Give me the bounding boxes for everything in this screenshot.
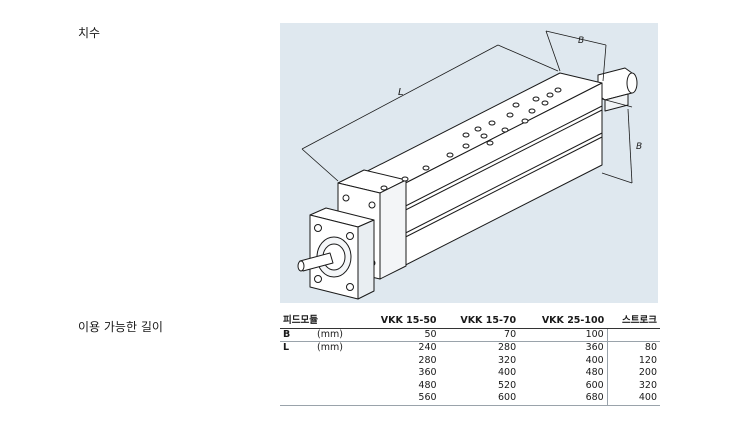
table-cell: 80: [606, 341, 660, 355]
row-label: [280, 355, 314, 368]
table-cell: 200: [606, 367, 660, 380]
row-unit: (mm): [314, 328, 360, 342]
table-row: 280 320 400 120: [280, 354, 660, 368]
dim-l-label: L: [398, 87, 404, 98]
row-unit: [314, 380, 360, 393]
table-cell: 240: [418, 342, 437, 353]
table-cell: 280: [497, 342, 517, 353]
table-cell: 50: [360, 328, 440, 342]
table-cell: 680: [519, 392, 608, 406]
technical-drawing-panel: L B B: [280, 23, 658, 303]
row-unit: (mm): [317, 342, 343, 353]
table-cell: 70: [439, 328, 520, 342]
table-cell: 400: [606, 392, 660, 406]
row-label: [280, 380, 314, 393]
dim-b-top-label: B: [578, 36, 584, 46]
motor-coupling: [597, 67, 638, 112]
table-cell: 360: [585, 342, 604, 353]
table-cell: 560: [360, 392, 440, 406]
table-row: 480 520 600 320: [280, 379, 660, 393]
row-label: B: [280, 328, 314, 342]
table-cell: 600: [439, 392, 520, 406]
table-cell: 400: [585, 354, 604, 366]
table-cell: 480: [585, 367, 604, 378]
table-cell: [606, 328, 660, 342]
header-vkk-15-70: VKK 15-70: [439, 315, 520, 329]
table-cell: 100: [519, 328, 608, 342]
table-cell: 360: [418, 367, 437, 378]
linear-module-drawing: L B B: [297, 30, 642, 300]
table-cell: 400: [497, 367, 517, 378]
header-vkk-15-50: VKK 15-50: [360, 315, 440, 329]
row-unit: [314, 355, 360, 368]
flange-plate: [297, 207, 375, 300]
table-row-l: L (mm) 240 280 360 80: [280, 341, 660, 355]
table-cell: 520: [497, 379, 517, 391]
table-cell: 280: [418, 354, 437, 366]
available-lengths-label: 이용 가능한 길이: [78, 320, 163, 334]
row-unit: [314, 367, 360, 380]
row-label: [280, 367, 314, 380]
mounting-holes: [380, 87, 562, 191]
table-cell: 480: [418, 379, 437, 391]
row-label: L: [283, 342, 290, 353]
table-cell: 600: [585, 379, 604, 391]
table-row-b: B (mm) 50 70 100: [280, 328, 660, 342]
table-cell: 120: [606, 354, 660, 367]
dim-b-side-label: B: [636, 142, 642, 152]
header-feed-module: 피드모듈: [280, 315, 360, 329]
table-row: 360 400 480 200: [280, 367, 660, 380]
table-cell: 320: [497, 354, 517, 366]
table-header-row: 피드모듈 VKK 15-50 VKK 15-70 VKK 25-100 스트로크: [280, 315, 660, 329]
available-lengths-table: 피드모듈 VKK 15-50 VKK 15-70 VKK 25-100 스트로크…: [280, 315, 660, 406]
dimension-lines: [301, 30, 633, 184]
table-row: 560 600 680 400: [280, 392, 660, 406]
header-vkk-25-100: VKK 25-100: [519, 315, 608, 329]
row-unit: [314, 392, 360, 406]
row-label: [280, 392, 314, 406]
table-cell: 320: [606, 379, 660, 392]
header-stroke: 스트로크: [607, 315, 660, 329]
dimensions-label: 치수: [78, 26, 101, 40]
